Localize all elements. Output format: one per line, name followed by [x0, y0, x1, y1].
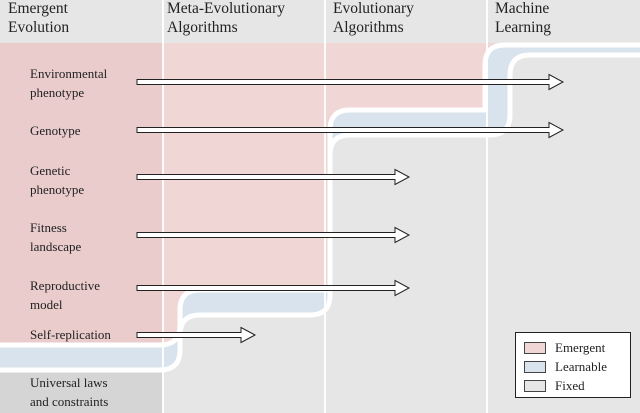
legend-item-learnable: Learnable: [524, 358, 607, 376]
arrow-self-replication: [136, 326, 257, 344]
legend-item-fixed: Fixed: [524, 377, 585, 395]
emergent-region: [0, 43, 640, 345]
legend-item-emergent: Emergent: [524, 339, 605, 357]
legend-swatch-fixed: [524, 380, 546, 392]
arrow-environmental-phenotype: [136, 73, 565, 91]
row-label-fitness-landscape: Fitness landscape: [30, 220, 82, 254]
arrows-group: [136, 73, 565, 344]
legend-swatch-emergent: [524, 342, 546, 354]
arrow-genotype: [136, 121, 565, 139]
legend: Emergent Learnable Fixed: [515, 332, 631, 398]
column-header-machine-learning: Machine Learning: [495, 0, 551, 36]
column-header-evolutionary-algorithms: Evolutionary Algorithms: [333, 0, 414, 36]
row-label-universal-laws-and-constraints: Universal laws and constraints: [30, 375, 109, 409]
arrow-fitness-landscape: [136, 226, 411, 244]
column-separator: [486, 0, 488, 413]
emergent-column-shade: [0, 43, 162, 345]
row-label-reproductive-model: Reproductive model: [30, 278, 101, 312]
row-label-self-replication: Self-replication: [30, 327, 111, 342]
legend-label-fixed: Fixed: [555, 378, 585, 393]
universal-laws-band: [0, 370, 162, 413]
column-header-emergent-evolution: Emergent Evolution: [8, 0, 70, 36]
row-label-genetic-phenotype: Genetic phenotype: [30, 163, 85, 197]
row-label-genotype: Genotype: [30, 123, 81, 138]
legend-label-emergent: Emergent: [555, 340, 606, 355]
arrow-reproductive-model: [136, 279, 411, 297]
legend-swatch-learnable: [524, 361, 546, 373]
legend-label-learnable: Learnable: [555, 359, 607, 374]
column-separator: [162, 0, 164, 413]
arrow-genetic-phenotype: [136, 168, 411, 186]
column-header-meta-evolutionary-algorithms: Meta-Evolutionary Algorithms: [167, 0, 285, 36]
column-separator: [324, 0, 326, 413]
row-label-environmental-phenotype: Environmental phenotype: [30, 66, 108, 100]
learnable-region: [0, 45, 640, 370]
